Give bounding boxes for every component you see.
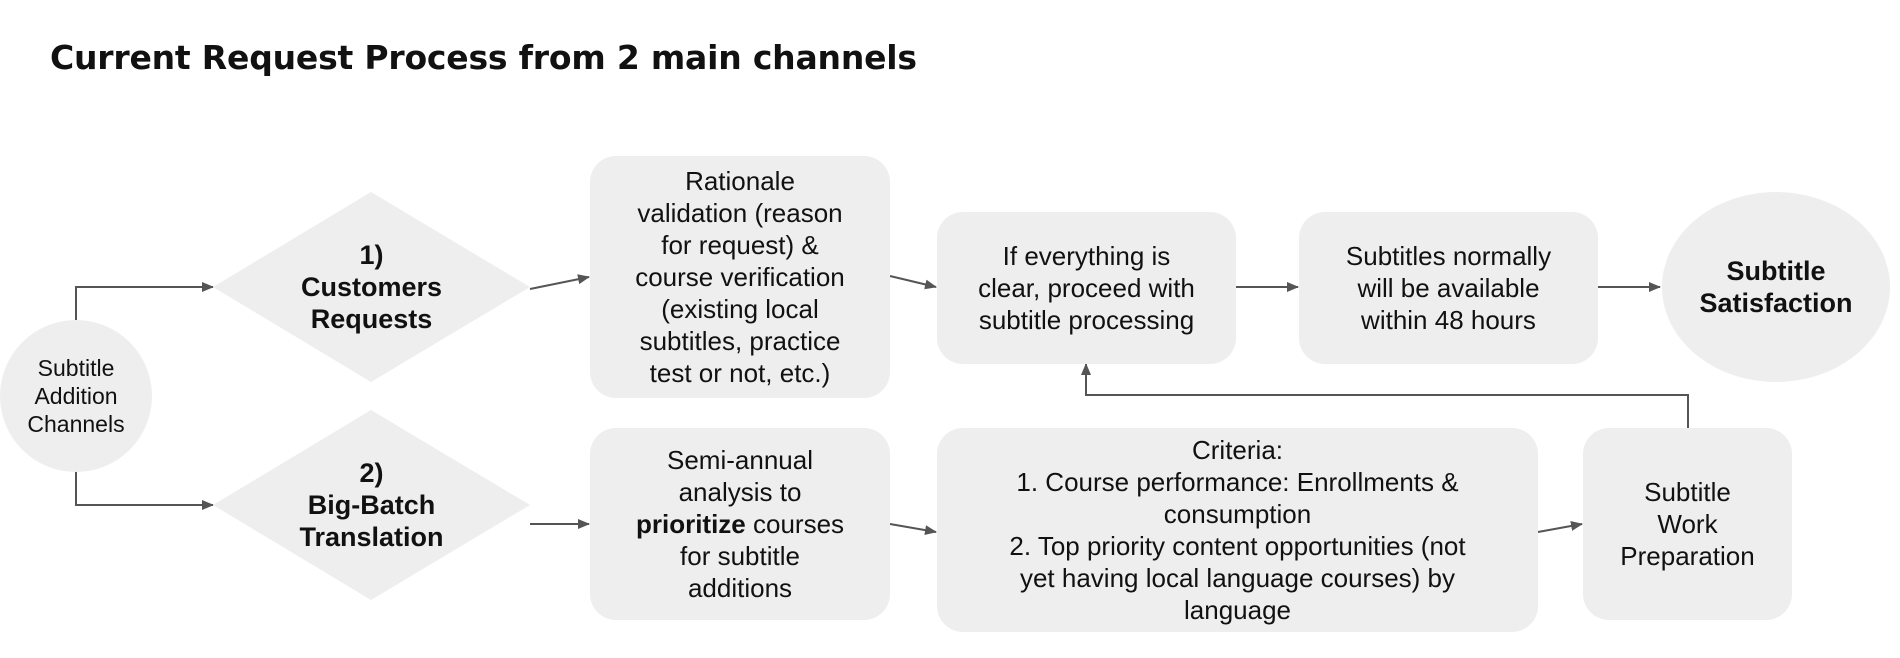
customers-requests-diamond: 1) Customers Requests [213,192,530,382]
node-text-line: Rationale [685,166,795,196]
node-text-line: Subtitle [1644,477,1731,507]
node-text-line: (existing local [661,294,819,324]
arrow-analysis-to-criteria [889,523,937,536]
node-text-line: subtitles, practice [639,326,841,356]
subtitle-satisfaction-ellipse: Subtitle Satisfaction [1662,192,1890,382]
node-text-line: for request) & [661,230,819,260]
node-text-line: test or not, etc.) [649,358,831,388]
node-text-line: Work [1657,509,1718,539]
node-text-line: for subtitle [680,541,800,571]
subtitle-addition-channels-node: Subtitle Addition Channels [0,320,152,472]
node-text-line: course verification [635,262,845,292]
diamond-label: 1) Customers Requests [301,239,442,335]
node-text-line: prioritize courses [636,508,844,540]
arrow-channels-to-customers [75,282,214,320]
node-text-line: Channels [27,411,125,437]
diamond-shape [213,192,530,382]
arrow-customers-to-rationale [529,274,590,290]
node-text-line: additions [687,573,793,603]
diamond-label: 2) Big-Batch Translation [299,457,443,553]
node-text-line: validation (reason [637,198,843,228]
node-text-line: If everything is [1002,241,1171,271]
emphasis-text: prioritize [635,509,746,539]
node-text-line: Subtitle [37,355,115,381]
page-title: Current Request Process from 2 main chan… [50,38,917,77]
arrow-criteria-to-preparation [1537,521,1583,533]
node-text-line: yet having local language courses) by [1019,563,1456,593]
node-text-fragment: courses [745,509,845,539]
node-text-line: clear, proceed with [978,273,1195,303]
subtitle-work-preparation-box: Subtitle Work Preparation [1583,428,1792,620]
big-batch-translation-diamond: 2) Big-Batch Translation [213,410,530,600]
node-text-line: Customers [300,272,443,302]
node-text-line: Subtitles normally [1345,241,1552,271]
node-text-line: will be available [1357,273,1540,303]
node-text-line: 1) [359,240,384,270]
node-text-line: analysis to [678,477,802,507]
proceed-processing-box: If everything is clear, proceed with sub… [937,212,1236,364]
node-text-line: Translation [299,522,444,552]
arrow-rationale-to-proceed [889,275,937,290]
node-text-line: Criteria: [1191,435,1283,465]
node-text-line: Subtitle [1726,256,1826,286]
diamond-shape [213,410,530,600]
node-text-line: Addition [34,383,118,409]
node-text-line: Satisfaction [1699,288,1853,318]
node-text-line: within 48 hours [1361,305,1536,335]
arrow-preparation-to-proceed [1081,363,1689,428]
subtitles-available-box: Subtitles normally will be available wit… [1299,212,1598,364]
node-text-line: Big-Batch [307,490,436,520]
node-text-line: Preparation [1620,541,1755,571]
node-text-line: Requests [310,304,433,334]
node-text-line: language [1184,595,1291,625]
arrow-channels-to-bigbatch [75,472,214,510]
criteria-box: Criteria: 1. Course performance: Enrollm… [937,428,1538,632]
semi-annual-analysis-box: Semi-annual analysis to prioritize cours… [590,428,890,620]
rationale-validation-box: Rationale validation (reason for request… [590,156,890,398]
node-text-line: 1. Course performance: Enrollments & [1016,467,1459,497]
node-text-line: 2. Top priority content opportunities (n… [1009,531,1466,561]
node-text-line: 2) [359,458,384,488]
node-text-line: Semi-annual [667,445,813,475]
node-text-line: subtitle processing [978,305,1195,335]
node-text-line: consumption [1163,499,1312,529]
